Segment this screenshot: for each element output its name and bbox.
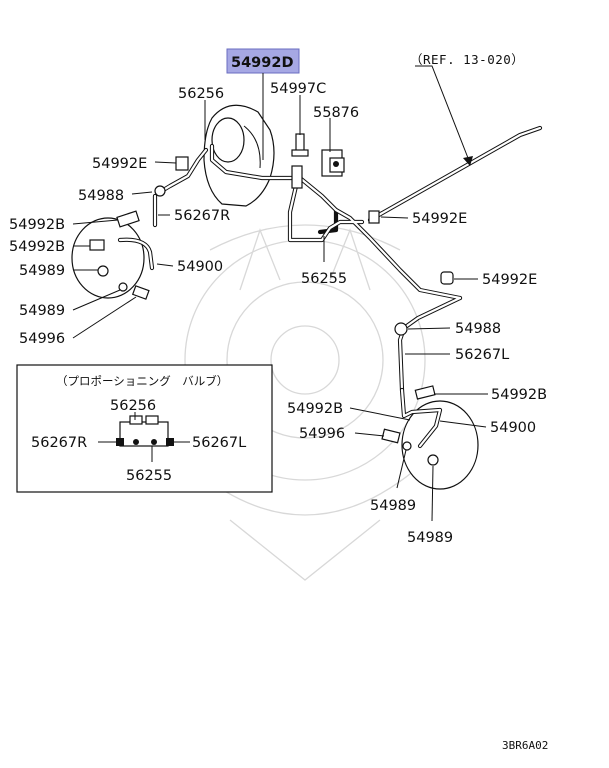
callout-54989-d[interactable]: 54989 — [407, 530, 453, 546]
callout-54992d[interactable]: 54992D — [231, 55, 293, 71]
callout-54989-a[interactable]: 54989 — [19, 263, 65, 279]
callout-54992e-left[interactable]: 54992E — [92, 156, 147, 172]
left-brake-hose — [71, 185, 166, 300]
callout-54992b-b[interactable]: 54992B — [9, 239, 65, 255]
inset-valve-body — [119, 421, 169, 447]
callout-56255[interactable]: 56255 — [301, 271, 347, 287]
callout-56267r[interactable]: 56267R — [174, 208, 230, 224]
inset-callout-56267l[interactable]: 56267L — [192, 435, 246, 451]
inset-title: （プロポーショニング バルブ） — [56, 374, 228, 388]
brake-pipe-network — [152, 125, 543, 393]
callout-54992b-a[interactable]: 54992B — [9, 217, 65, 233]
callout-54988-left[interactable]: 54988 — [78, 188, 124, 204]
callout-54992b-right[interactable]: 54992B — [491, 387, 547, 403]
clip-54992e-right — [440, 271, 454, 285]
clip-54992e-left — [175, 156, 189, 171]
part-callouts: 54992D 56256 54997C 55876 （REF. 13-020） … — [9, 52, 547, 546]
callout-54988-right[interactable]: 54988 — [455, 321, 501, 337]
callout-54996-left[interactable]: 54996 — [19, 331, 65, 347]
callout-54996-right[interactable]: 54996 — [299, 426, 345, 442]
brake-booster — [203, 104, 275, 207]
callout-54989-c[interactable]: 54989 — [370, 498, 416, 514]
inset-callout-56267r[interactable]: 56267R — [31, 435, 87, 451]
callout-56267l[interactable]: 56267L — [455, 347, 509, 363]
callout-55876[interactable]: 55876 — [313, 105, 359, 121]
callout-54992b-lower[interactable]: 54992B — [287, 401, 343, 417]
highlight-box — [226, 48, 300, 74]
callout-56256[interactable]: 56256 — [178, 86, 224, 102]
proportioning-valve — [321, 149, 345, 177]
inset-proportioning-valve: （プロポーショニング バルブ） 56256 56267R 56267L 5625… — [16, 364, 273, 493]
inset-callout-56255[interactable]: 56255 — [126, 468, 172, 484]
callout-54992e-right[interactable]: 54992E — [482, 272, 537, 288]
diagram-code: 3BR6A02 — [502, 739, 548, 752]
ref-arrowhead — [463, 156, 473, 166]
bolt-54997c — [291, 133, 309, 189]
callout-54900-left[interactable]: 54900 — [177, 259, 223, 275]
callout-54989-b[interactable]: 54989 — [19, 303, 65, 319]
clip-54992e-mid — [368, 210, 380, 224]
leader-lines — [72, 65, 488, 522]
inset-callout-56256[interactable]: 56256 — [110, 398, 156, 414]
callout-54992e-mid[interactable]: 54992E — [412, 211, 467, 227]
callout-54997c[interactable]: 54997C — [270, 81, 326, 97]
callout-54900-right[interactable]: 54900 — [490, 420, 536, 436]
ref-label: （REF. 13-020） — [410, 52, 524, 67]
